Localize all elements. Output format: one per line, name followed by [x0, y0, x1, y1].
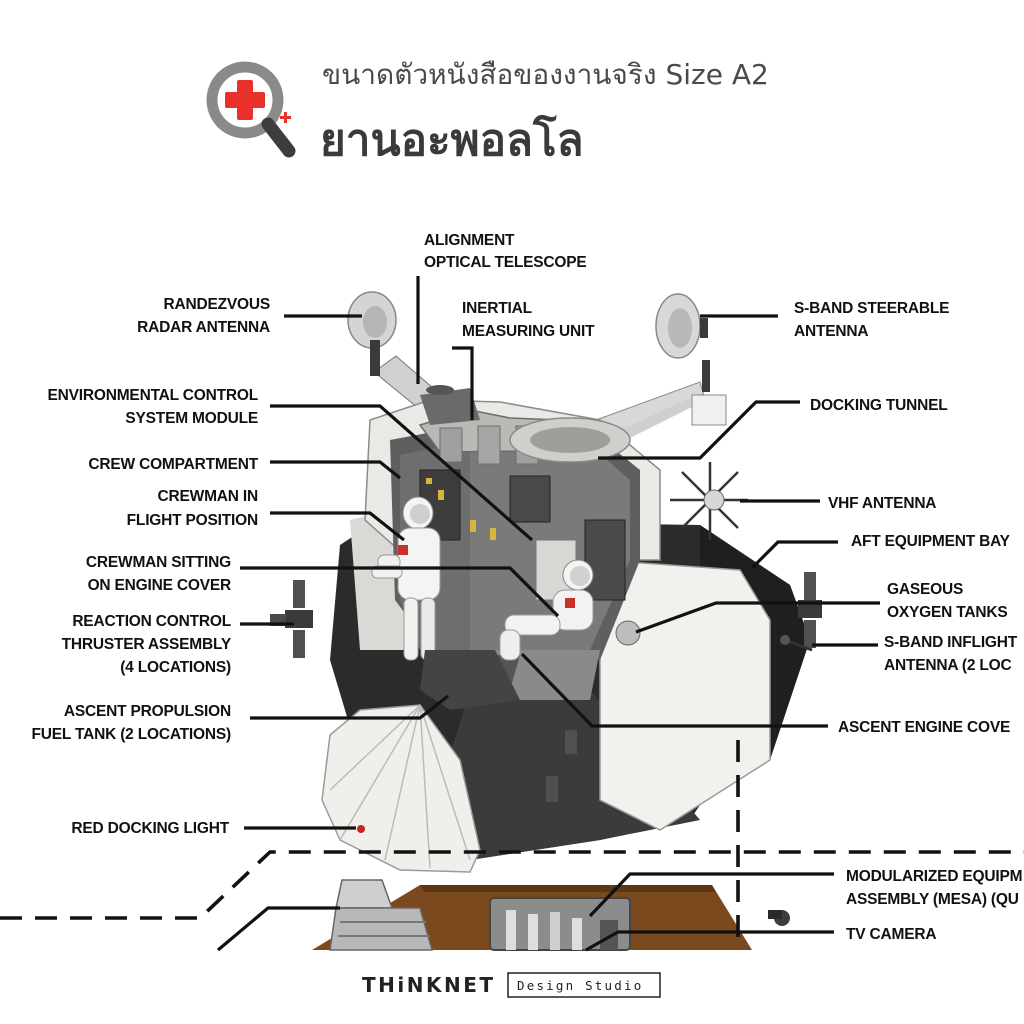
svg-text:OXYGEN TANKS: OXYGEN TANKS [887, 604, 1007, 621]
svg-text:Design Studio: Design Studio [517, 978, 643, 993]
label-alignment-optical-telescope: ALIGNMENT OPTICAL TELESCOPE [424, 232, 587, 271]
svg-text:SYSTEM MODULE: SYSTEM MODULE [125, 410, 258, 427]
rcs-thruster-left [270, 580, 313, 658]
s-band-steerable-dish [655, 293, 727, 426]
label-crewman-in-flight-position: CREWMAN IN FLIGHT POSITION [127, 488, 259, 529]
svg-text:FUEL TANK (2 LOCATIONS): FUEL TANK (2 LOCATIONS) [32, 726, 232, 743]
svg-text:S-BAND INFLIGHT: S-BAND INFLIGHT [884, 634, 1018, 651]
svg-text:OPTICAL TELESCOPE: OPTICAL TELESCOPE [424, 254, 587, 271]
label-s-band-inflight-antenna: S-BAND INFLIGHT ANTENNA (2 LOC [884, 634, 1018, 674]
rendezvous-radar-dish [347, 291, 397, 376]
svg-text:ASCENT PROPULSION: ASCENT PROPULSION [64, 703, 231, 720]
svg-text:RED DOCKING LIGHT: RED DOCKING LIGHT [71, 820, 229, 837]
svg-text:ANTENNA: ANTENNA [794, 323, 868, 340]
label-tv-camera: TV CAMERA [846, 926, 937, 943]
svg-text:S-BAND STEERABLE: S-BAND STEERABLE [794, 300, 949, 317]
svg-text:THRUSTER ASSEMBLY: THRUSTER ASSEMBLY [62, 636, 232, 653]
svg-text:MODULARIZED EQUIPM: MODULARIZED EQUIPM [846, 868, 1022, 885]
svg-text:(4 LOCATIONS): (4 LOCATIONS) [120, 659, 231, 676]
astronaut-sitting [499, 559, 594, 661]
label-rendezvous-radar-antenna: RANDEZVOUS RADAR ANTENNA [137, 296, 270, 336]
ascent-stage [270, 291, 822, 873]
svg-text:REACTION CONTROL: REACTION CONTROL [72, 613, 231, 630]
label-mesa: MODULARIZED EQUIPM ASSEMBLY (MESA) (QU [846, 868, 1023, 908]
svg-text:TV CAMERA: TV CAMERA [846, 926, 936, 943]
svg-text:CREWMAN SITTING: CREWMAN SITTING [86, 554, 231, 571]
s-band-inflight-antenna [780, 635, 813, 652]
label-environmental-control-system-module: ENVIRONMENTAL CONTROL SYSTEM MODULE [48, 387, 259, 427]
label-reaction-control-thruster-assembly: REACTION CONTROL THRUSTER ASSEMBLY (4 LO… [62, 613, 232, 676]
svg-text:DOCKING TUNNEL: DOCKING TUNNEL [810, 397, 948, 414]
svg-text:ENVIRONMENTAL CONTROL: ENVIRONMENTAL CONTROL [48, 387, 259, 404]
magnifier-plus-icon [206, 61, 296, 158]
label-aft-equipment-bay: AFT EQUIPMENT BAY [851, 533, 1011, 550]
svg-text:RADAR ANTENNA: RADAR ANTENNA [137, 319, 270, 336]
label-gaseous-oxygen-tanks: GASEOUS OXYGEN TANKS [887, 581, 1008, 621]
svg-text:CREWMAN IN: CREWMAN IN [158, 488, 258, 505]
svg-text:RANDEZVOUS: RANDEZVOUS [163, 296, 270, 313]
rcs-thruster-bottom [540, 730, 577, 802]
label-docking-tunnel: DOCKING TUNNEL [810, 397, 948, 414]
label-red-docking-light: RED DOCKING LIGHT [71, 820, 230, 837]
svg-text:CREW COMPARTMENT: CREW COMPARTMENT [88, 456, 258, 473]
svg-text:ON ENGINE COVER: ON ENGINE COVER [88, 577, 231, 594]
leader-lines [216, 276, 880, 952]
svg-text:ASCENT ENGINE COVE: ASCENT ENGINE COVE [838, 719, 1010, 736]
label-crew-compartment: CREW COMPARTMENT [88, 456, 259, 473]
header-subtitle: ขนาดตัวหนังสือของงานจริง Size A2 [322, 58, 769, 91]
label-inertial-measuring-unit: INERTIAL MEASURING UNIT [462, 300, 595, 340]
svg-text:GASEOUS: GASEOUS [887, 581, 963, 598]
label-vhf-antenna: VHF ANTENNA [828, 495, 937, 512]
label-ascent-propulsion-fuel-tank: ASCENT PROPULSION FUEL TANK (2 LOCATIONS… [32, 703, 232, 743]
vhf-antenna [670, 462, 748, 540]
page-title: ยานอะพอลโล [320, 113, 584, 166]
footer-studio-badge: Design Studio [507, 972, 661, 998]
svg-text:INERTIAL: INERTIAL [462, 300, 532, 317]
svg-text:VHF ANTENNA: VHF ANTENNA [828, 495, 936, 512]
svg-text:AFT EQUIPMENT BAY: AFT EQUIPMENT BAY [851, 533, 1011, 550]
label-ascent-engine-cover: ASCENT ENGINE COVE [838, 719, 1010, 736]
svg-text:ALIGNMENT: ALIGNMENT [424, 232, 515, 249]
svg-text:ASSEMBLY (MESA) (QU: ASSEMBLY (MESA) (QU [846, 891, 1019, 908]
footer-brand: THiNKNET [362, 973, 496, 997]
svg-text:FLIGHT POSITION: FLIGHT POSITION [127, 512, 258, 529]
descent-stage [312, 879, 790, 951]
svg-text:ANTENNA (2 LOC: ANTENNA (2 LOC [884, 657, 1012, 674]
label-s-band-steerable-antenna: S-BAND STEERABLE ANTENNA [794, 300, 949, 340]
red-docking-light [357, 825, 365, 833]
label-crewman-sitting-on-engine-cover: CREWMAN SITTING ON ENGINE COVER [86, 554, 231, 594]
descent-outline-left [0, 850, 1024, 920]
astronaut-standing [371, 496, 441, 661]
svg-text:MEASURING UNIT: MEASURING UNIT [462, 323, 595, 340]
